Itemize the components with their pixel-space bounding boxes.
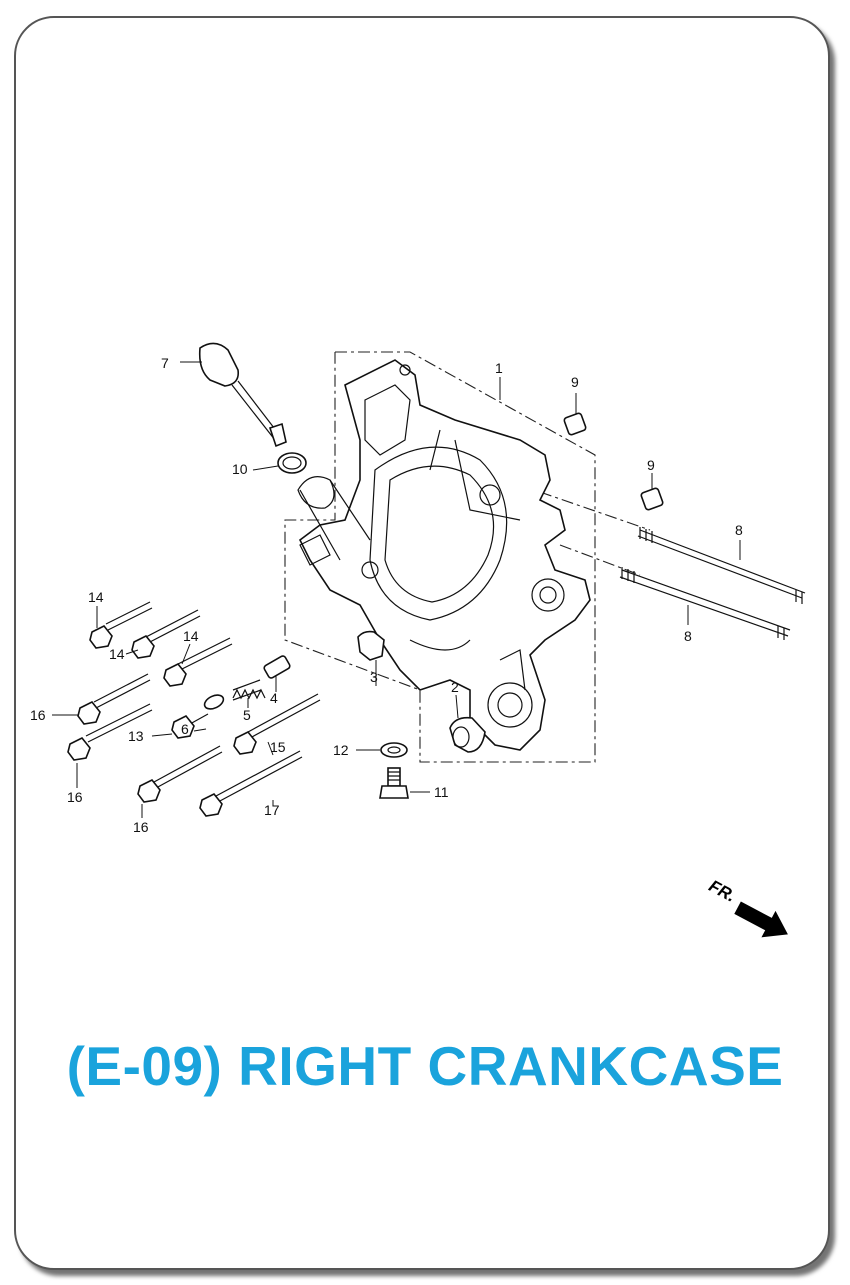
spring — [232, 679, 266, 701]
arrow-right-icon — [734, 901, 788, 938]
leader-lines — [52, 361, 741, 818]
callout-15: 15 — [270, 739, 286, 755]
callout-8a: 8 — [735, 522, 743, 538]
callout-6: 6 — [181, 721, 189, 737]
cap — [203, 694, 225, 710]
assembly-outline — [284, 351, 651, 763]
sealing-washer — [380, 742, 408, 758]
callout-16c: 16 — [133, 819, 149, 835]
callout-16a: 16 — [30, 707, 46, 723]
dowel-pin-upper — [563, 412, 587, 436]
callout-13: 13 — [128, 728, 144, 744]
crankcase-body — [297, 359, 591, 751]
callout-1: 1 — [495, 360, 503, 376]
o-ring — [277, 452, 307, 474]
callout-2: 2 — [451, 679, 459, 695]
dipstick — [198, 342, 287, 448]
bushing — [449, 716, 486, 753]
callout-8b: 8 — [684, 628, 692, 644]
callout-11: 11 — [434, 784, 449, 800]
callout-14c: 14 — [183, 628, 199, 644]
stud-bolt-upper — [637, 527, 806, 604]
callout-4: 4 — [270, 690, 278, 706]
bolts — [67, 601, 321, 817]
front-direction-marker: FR. — [706, 876, 788, 938]
callout-17: 17 — [264, 802, 280, 818]
callout-10: 10 — [232, 461, 248, 477]
callout-7: 7 — [161, 355, 169, 371]
callout-5: 5 — [243, 707, 251, 723]
callout-14a: 14 — [88, 589, 104, 605]
plunger — [263, 655, 291, 679]
callout-3: 3 — [370, 669, 378, 685]
callout-12: 12 — [333, 742, 349, 758]
front-label: FR. — [706, 876, 739, 906]
callout-14b: 14 — [109, 646, 125, 662]
dowel-pin-lower — [640, 487, 664, 511]
callout-9a: 9 — [571, 374, 579, 390]
drain-bolt — [379, 767, 409, 799]
page-title: (E-09) RIGHT CRANKCASE — [66, 1035, 784, 1097]
collar — [357, 630, 385, 661]
callout-9b: 9 — [647, 457, 655, 473]
callout-16b: 16 — [67, 789, 83, 805]
callout-labels: 7 10 1 9 9 8 8 14 14 14 4 5 6 16 16 13 1… — [30, 355, 743, 835]
stud-bolt-lower — [619, 567, 791, 640]
